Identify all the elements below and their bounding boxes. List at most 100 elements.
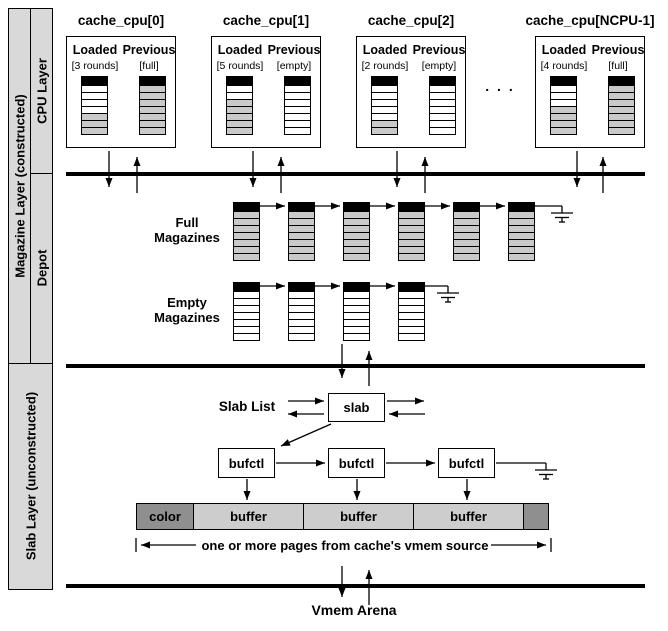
previous-state-label: [full] [608, 60, 628, 72]
magazine-round-slot [285, 85, 310, 92]
magazine-round-slot [509, 253, 534, 260]
cpu-depot-exchange-arrows [105, 151, 607, 193]
empty-depot-magazine [233, 282, 260, 341]
magazine-round-slot [509, 246, 534, 253]
magazine-round-slot [399, 298, 424, 305]
magazine-round-slot [234, 305, 259, 312]
page-span-note: one or more pages from cache's vmem sour… [201, 538, 489, 553]
magazine-top-plate-icon [234, 283, 259, 291]
magazine-round-slot [285, 92, 310, 99]
magazine-round-slot [399, 291, 424, 298]
magazine-round-slot [509, 232, 534, 239]
magazine-round-slot [372, 85, 397, 92]
magazine-round-slot [234, 246, 259, 253]
magazine-round-slot [372, 106, 397, 113]
magazine-round-slot [609, 92, 634, 99]
magazine-round-slot [399, 232, 424, 239]
magazine-round-slot [551, 113, 576, 120]
cpu-cache-title: cache_cpu[1] [222, 13, 310, 28]
magazine-round-slot [227, 127, 252, 134]
cpu-cache-title: cache_cpu[2] [367, 13, 455, 28]
magazine-top-plate-icon [609, 77, 634, 85]
previous-column-label: Previous [591, 43, 645, 57]
magazine-round-slot [344, 218, 369, 225]
magazine-round-slot [289, 211, 314, 218]
loaded-state-label: [4 rounds] [540, 60, 588, 72]
magazine-round-slot [289, 319, 314, 326]
magazine-round-slot [344, 298, 369, 305]
magazine-top-plate-icon [289, 283, 314, 291]
magazine-round-slot [82, 113, 107, 120]
magazine-round-slot [454, 232, 479, 239]
magazine-round-slot [82, 127, 107, 134]
magazine-round-slot [227, 99, 252, 106]
magazine-round-slot [234, 319, 259, 326]
magazine-round-slot [399, 253, 424, 260]
loaded-state-label: [3 rounds] [71, 60, 119, 72]
loaded-magazine [81, 76, 108, 135]
magazine-round-slot [430, 92, 455, 99]
previous-magazine [429, 76, 456, 135]
magazine-round-slot [289, 298, 314, 305]
magazine-round-slot [82, 85, 107, 92]
magazine-round-slot [399, 239, 424, 246]
loaded-state-label: [5 rounds] [216, 60, 264, 72]
buffer-segment: buffer [303, 504, 413, 529]
previous-state-label: [full] [139, 60, 159, 72]
slab-page-strip: color buffer buffer buffer [136, 503, 549, 530]
magazine-round-slot [285, 127, 310, 134]
magazine-top-plate-icon [140, 77, 165, 85]
magazine-round-slot [234, 298, 259, 305]
previous-magazine [608, 76, 635, 135]
magazine-round-slot [140, 106, 165, 113]
magazine-round-slot [285, 120, 310, 127]
previous-magazine [284, 76, 311, 135]
magazine-round-slot [140, 99, 165, 106]
bufctl-to-buffer-arrows [243, 479, 471, 500]
magazine-round-slot [344, 326, 369, 333]
magazine-round-slot [289, 246, 314, 253]
previous-column-label: Previous [122, 43, 176, 57]
cpu-cache-title: cache_cpu[0] [77, 13, 165, 28]
ground-terminator-icon [535, 463, 557, 480]
full-depot-magazine [398, 202, 425, 261]
magazine-round-slot [289, 232, 314, 239]
buffer-segment-label: buffer [230, 509, 267, 524]
magazine-round-slot [430, 127, 455, 134]
magazine-round-slot [344, 291, 369, 298]
empty-depot-magazine [288, 282, 315, 341]
magazine-round-slot [399, 312, 424, 319]
magazine-round-slot [399, 319, 424, 326]
magazine-round-slot [344, 246, 369, 253]
magazine-top-plate-icon [344, 203, 369, 211]
magazine-round-slot [289, 218, 314, 225]
magazine-round-slot [372, 99, 397, 106]
unused-tail-segment [523, 504, 548, 529]
loaded-state-label: [2 rounds] [361, 60, 409, 72]
magazine-round-slot [227, 120, 252, 127]
cpu-layer-label: CPU Layer [34, 58, 50, 124]
magazine-round-slot [140, 92, 165, 99]
magazine-round-slot [399, 326, 424, 333]
magazine-round-slot [227, 106, 252, 113]
full-depot-magazine [343, 202, 370, 261]
magazine-round-slot [140, 127, 165, 134]
magazine-round-slot [609, 127, 634, 134]
magazine-round-slot [234, 326, 259, 333]
full-magazines-label: Full Magazines [154, 215, 220, 245]
loaded-magazine [371, 76, 398, 135]
bufctl-list-links [276, 459, 557, 480]
magazine-round-slot [234, 312, 259, 319]
magazine-round-slot [509, 218, 534, 225]
magazine-round-slot [399, 246, 424, 253]
magazine-round-slot [454, 253, 479, 260]
vmem-arena-label: Vmem Arena [311, 602, 397, 618]
magazine-round-slot [509, 239, 534, 246]
empty-depot-magazine [343, 282, 370, 341]
magazine-top-plate-icon [372, 77, 397, 85]
magazine-round-slot [140, 120, 165, 127]
